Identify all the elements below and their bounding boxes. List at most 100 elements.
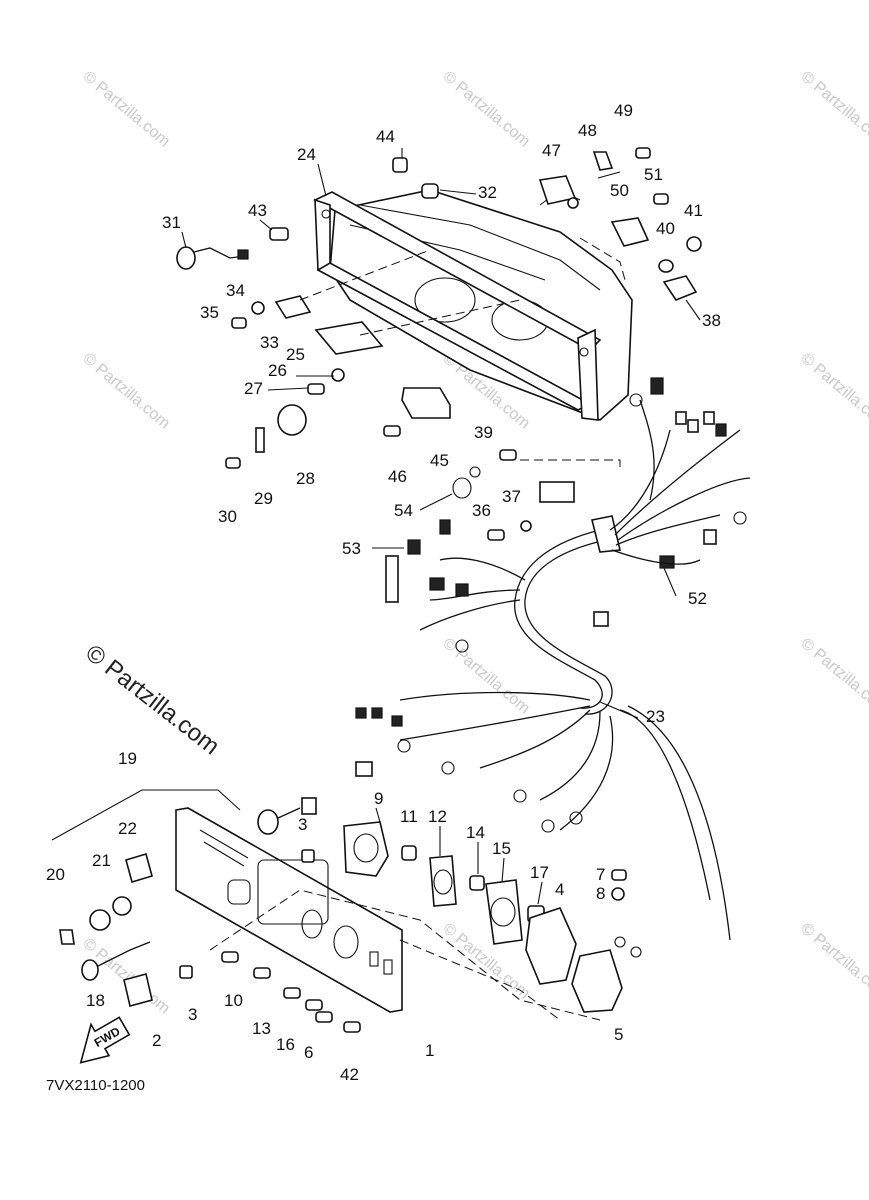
part-label: 47 bbox=[542, 141, 561, 160]
wire bbox=[479, 709, 591, 769]
part-label: 7 bbox=[596, 865, 605, 884]
nut-40 bbox=[658, 259, 674, 273]
wire bbox=[429, 589, 521, 601]
switch-22 bbox=[125, 852, 153, 884]
socket-12 bbox=[429, 855, 457, 907]
screw-49 bbox=[635, 147, 651, 159]
part-label: 36 bbox=[472, 501, 491, 520]
breaker-4 bbox=[525, 907, 577, 985]
connector bbox=[355, 761, 373, 777]
indicator-19 bbox=[257, 809, 279, 835]
screw-30 bbox=[225, 457, 241, 469]
part-label: 30 bbox=[218, 507, 237, 526]
part-label: 40 bbox=[656, 219, 675, 238]
label-leaders bbox=[181, 148, 701, 905]
leader-line bbox=[520, 459, 621, 470]
relay-50 bbox=[610, 217, 650, 247]
part-label: 18 bbox=[86, 991, 105, 1010]
part-label: 16 bbox=[276, 1035, 295, 1054]
part-label: 23 bbox=[646, 707, 665, 726]
connector bbox=[429, 577, 445, 591]
part-label: 21 bbox=[92, 851, 111, 870]
panel-slot bbox=[369, 951, 379, 967]
panel-cutout bbox=[257, 859, 329, 925]
part-label: 25 bbox=[286, 345, 305, 364]
connector bbox=[687, 419, 699, 433]
part-label: 4 bbox=[555, 880, 564, 899]
part-label: 19 bbox=[118, 749, 137, 768]
ring-terminal bbox=[541, 819, 555, 833]
collar-32 bbox=[421, 183, 439, 199]
part-label: 10 bbox=[224, 991, 243, 1010]
wire bbox=[619, 709, 711, 901]
wire bbox=[611, 549, 701, 565]
part-label: 17 bbox=[530, 863, 549, 882]
part-label: 44 bbox=[376, 127, 395, 146]
watermark: © Partzilla.com bbox=[797, 635, 869, 717]
part-label: 9 bbox=[374, 789, 383, 808]
leader-line bbox=[579, 237, 626, 281]
part-label: 3 bbox=[188, 1005, 197, 1024]
bolt-39 bbox=[499, 449, 517, 461]
panel-cutout bbox=[227, 879, 251, 905]
socket-9-face bbox=[353, 833, 379, 863]
part-label: 6 bbox=[304, 1043, 313, 1062]
frame-top-rail bbox=[313, 191, 602, 351]
connector bbox=[455, 583, 469, 597]
sensor-47-knob bbox=[567, 197, 579, 209]
harness-23 bbox=[524, 539, 613, 715]
ring-terminal bbox=[569, 811, 583, 825]
part-label: 31 bbox=[162, 213, 181, 232]
box-edge bbox=[359, 204, 601, 291]
part-label: 2 bbox=[152, 1031, 161, 1050]
wire bbox=[614, 429, 741, 536]
clamp-54 bbox=[452, 477, 472, 499]
connector bbox=[675, 411, 687, 425]
part-label: 49 bbox=[614, 101, 633, 120]
panel-hole bbox=[333, 925, 359, 959]
connector bbox=[391, 715, 403, 727]
buzzer-28 bbox=[277, 404, 307, 436]
connector bbox=[355, 707, 367, 719]
part-label: 20 bbox=[46, 865, 65, 884]
screw-3 bbox=[179, 965, 193, 979]
switch-31 bbox=[176, 246, 196, 270]
part-label: 43 bbox=[248, 201, 267, 220]
part-labels: 1 2 3 3 4 5 6 7 8 9 11 10 12 13 14 15 16… bbox=[46, 101, 721, 1084]
part-label: 8 bbox=[596, 884, 605, 903]
part-label: 53 bbox=[342, 539, 361, 558]
leader-19 bbox=[51, 789, 241, 841]
part-label: 35 bbox=[200, 303, 219, 322]
wire bbox=[419, 599, 521, 631]
wire bbox=[559, 715, 614, 831]
label-plate-25 bbox=[314, 321, 384, 355]
screw-46 bbox=[383, 425, 401, 437]
wire bbox=[277, 807, 301, 819]
watermark: © Partzilla.com bbox=[797, 68, 869, 150]
watermark-large: © Partzilla.com bbox=[80, 639, 224, 760]
part-label: 51 bbox=[644, 165, 663, 184]
washer-26 bbox=[331, 368, 345, 382]
panel-slot bbox=[383, 959, 393, 975]
drawing-code: 7VX2110-1200 bbox=[46, 1077, 145, 1094]
socket-15 bbox=[485, 879, 523, 945]
ring-terminal bbox=[397, 739, 411, 753]
frame-right-post bbox=[577, 328, 599, 421]
screw-10 bbox=[221, 951, 239, 963]
part-label: 15 bbox=[492, 839, 511, 858]
part-label: 11 bbox=[400, 807, 418, 826]
watermark: © Partzilla.com bbox=[797, 920, 869, 1002]
wire bbox=[539, 711, 601, 801]
leader-line bbox=[209, 889, 601, 1021]
harness-23 bbox=[514, 529, 603, 709]
ring-terminal bbox=[629, 393, 643, 407]
leader-line bbox=[299, 249, 431, 301]
fwd-arrow-icon: FWD bbox=[79, 1016, 131, 1064]
clip-48 bbox=[592, 151, 614, 171]
connector-19 bbox=[301, 797, 317, 815]
wire bbox=[639, 399, 655, 501]
part-label: 5 bbox=[614, 1025, 623, 1044]
screw-6 bbox=[305, 999, 323, 1011]
socket-15-face bbox=[490, 897, 516, 927]
connector bbox=[371, 707, 383, 719]
